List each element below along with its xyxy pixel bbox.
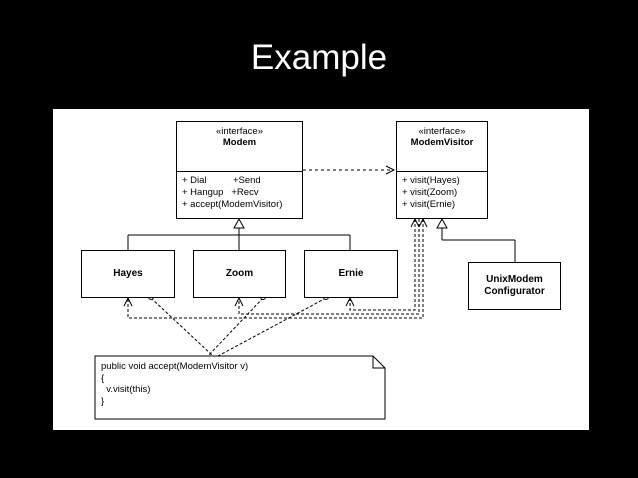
unix-name-line2: Configurator <box>484 286 545 297</box>
modem-name: Modem <box>222 137 257 148</box>
note-line: v.visit(this) <box>101 384 151 395</box>
note-line: { <box>101 372 105 384</box>
dependency-visitor-arrowheads <box>123 217 428 307</box>
note-text: public void accept(ModemVisitor v) { v.v… <box>101 361 248 407</box>
uml-diagram: «interface» Modem + Dial +Send + Hangup … <box>53 109 589 430</box>
slide-title: Example <box>250 38 388 77</box>
visitor-operations: + visit(Hayes) + visit(Zoom) + visit(Ern… <box>397 171 487 211</box>
unix-modem-configurator-box: UnixModem Configurator <box>468 262 561 310</box>
note-shape <box>94 355 386 420</box>
visitor-stereotype: «interface» <box>418 126 466 137</box>
generalization-modem <box>127 217 351 250</box>
ernie-name: Ernie <box>338 268 364 279</box>
zoom-class-box: Zoom <box>193 250 286 298</box>
modem-op: + Hangup +Recv <box>182 187 259 198</box>
modem-visitor-interface-box: «interface» ModemVisitor + visit(Hayes) … <box>396 121 488 219</box>
note-line: } <box>101 395 105 407</box>
visitor-op: + visit(Hayes) <box>402 175 460 186</box>
diagram-connectors <box>94 165 516 420</box>
visitor-op: + visit(Zoom) <box>402 187 458 198</box>
modem-stereotype: «interface» <box>215 126 263 137</box>
note-anchors <box>150 297 327 357</box>
generalization-visitor <box>436 217 516 262</box>
zoom-name: Zoom <box>225 268 254 279</box>
dependency-visitor-modems <box>127 219 424 319</box>
modem-op: + accept(ModemVisitor) <box>182 199 283 210</box>
hayes-name: Hayes <box>113 268 143 279</box>
modem-operations: + Dial +Send + Hangup +Recv + accept(Mod… <box>177 171 302 211</box>
visitor-name: ModemVisitor <box>410 137 474 148</box>
hayes-class-box: Hayes <box>81 250 175 298</box>
ernie-class-box: Ernie <box>304 250 398 298</box>
code-note: public void accept(ModemVisitor v) { v.v… <box>95 356 385 419</box>
modem-op: + Dial +Send <box>182 175 261 186</box>
dependency-arrowhead <box>385 165 396 175</box>
modem-interface-box: «interface» Modem + Dial +Send + Hangup … <box>176 121 303 219</box>
visitor-op: + visit(Ernie) <box>402 199 456 210</box>
unix-name-line1: UnixModem <box>486 274 543 285</box>
note-line: public void accept(ModemVisitor v) <box>101 361 249 372</box>
